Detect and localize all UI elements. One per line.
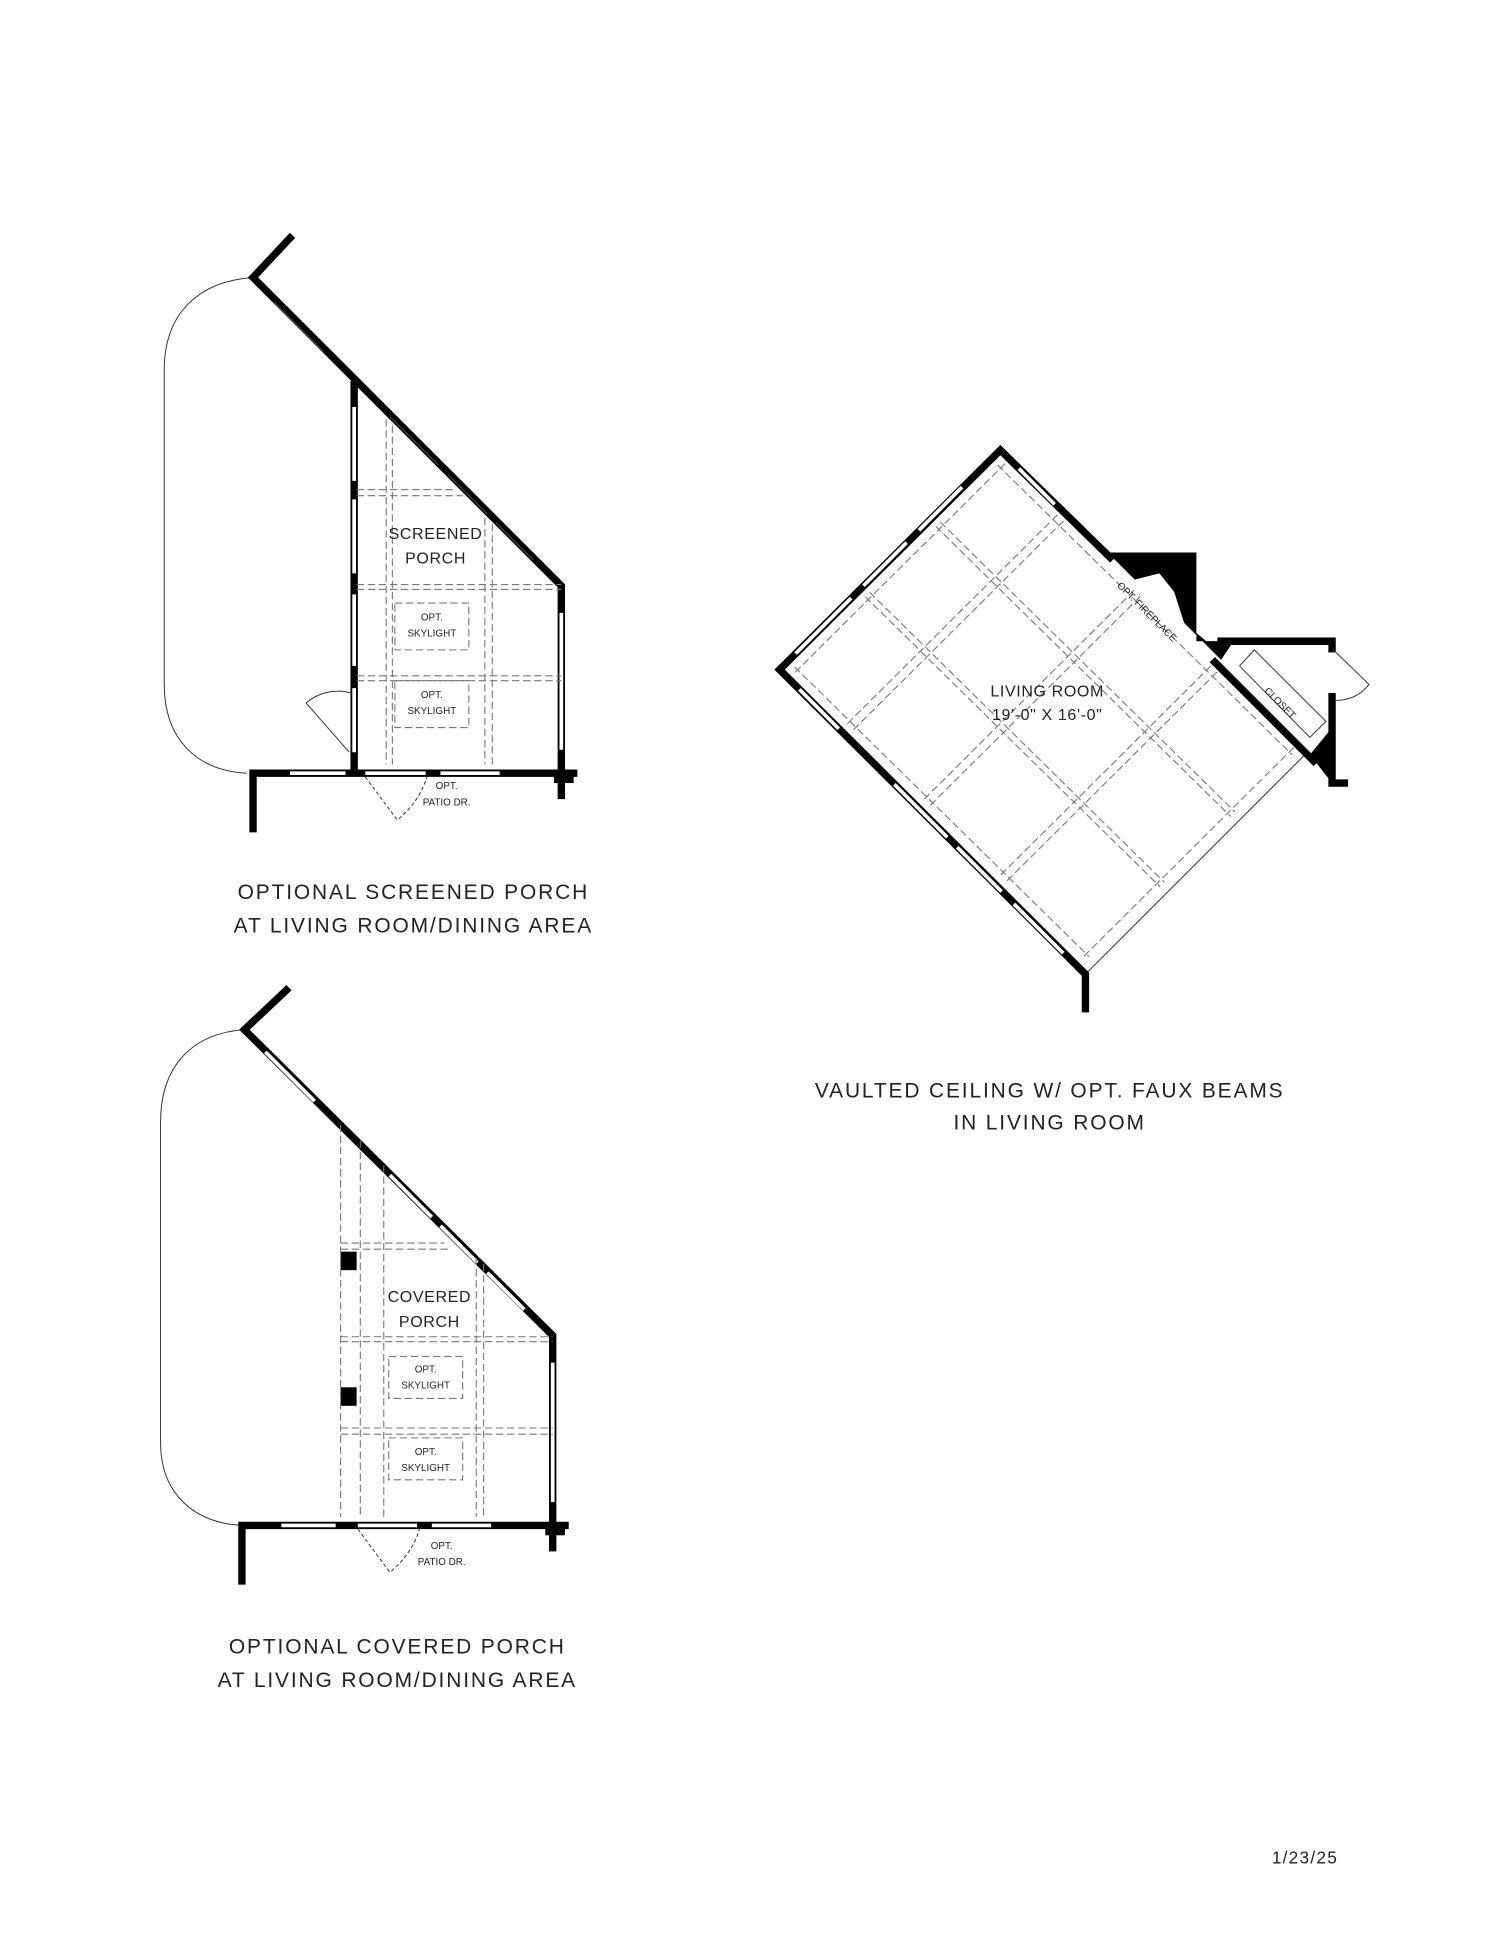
beam-line — [935, 525, 1232, 817]
beam-line — [794, 666, 1090, 958]
beam-line — [921, 590, 1135, 802]
skylight-1 — [388, 1355, 464, 1399]
beam-line — [1004, 671, 1218, 884]
beam-line — [851, 520, 1064, 733]
plan-caption: OPTIONAL COVERED PORCH — [229, 1636, 566, 1659]
beam-line — [997, 464, 1293, 756]
beam-line — [998, 665, 1212, 878]
beam-line — [792, 463, 1006, 675]
beam-line — [864, 596, 1161, 888]
patio-door-label: OPT. — [436, 781, 458, 792]
beam-line — [845, 514, 1058, 727]
room-label: PORCH — [405, 550, 466, 568]
patio-door-swing — [357, 1528, 420, 1573]
closet-door-swing — [1331, 648, 1370, 701]
skylight-label: SKYLIGHT — [407, 628, 456, 639]
patio-outline — [163, 276, 254, 774]
patio-door-label: PATIO DR. — [418, 1557, 466, 1568]
skylight-label: SKYLIGHT — [407, 706, 456, 717]
beam-line — [869, 591, 1165, 883]
screened-porch-plan: SCREENED PORCH OPT. SKYLIGHT OPT. SKYLIG… — [163, 232, 593, 937]
plan-caption: AT LIVING ROOM/DINING AREA — [234, 914, 593, 937]
room-dimensions: 19'-0" X 16'-0" — [992, 706, 1102, 724]
beam-line — [1081, 747, 1295, 959]
skylight-label: OPT. — [421, 612, 443, 623]
door-swing — [305, 690, 352, 753]
beam-line — [927, 596, 1141, 808]
plan-caption: VAULTED CEILING W/ OPT. FAUX BEAMS — [815, 1080, 1285, 1103]
column — [340, 1251, 357, 1271]
room-label: PORCH — [399, 1313, 460, 1331]
living-room-plan: LIVING ROOM 19'-0" X 16'-0" OPT. FIREPLA… — [774, 444, 1370, 1135]
skylight-2 — [394, 680, 470, 729]
closet-shelf — [1238, 649, 1327, 739]
plan-caption: OPTIONAL SCREENED PORCH — [238, 881, 589, 904]
patio-door-label: PATIO DR. — [423, 797, 471, 808]
patio-door-swing — [364, 776, 428, 821]
plan-caption: IN LIVING ROOM — [953, 1112, 1145, 1135]
faux-beams — [792, 463, 1295, 959]
skylight-label: OPT. — [421, 690, 443, 701]
room-label: SCREENED — [389, 525, 483, 543]
skylight-label: OPT. — [415, 1447, 437, 1458]
room-label: COVERED — [388, 1288, 472, 1306]
open-side — [1085, 751, 1308, 975]
room-label: LIVING ROOM — [990, 683, 1104, 701]
covered-porch-plan: COVERED PORCH OPT. SKYLIGHT OPT. SKYLIGH… — [160, 985, 577, 1692]
skylight-label: SKYLIGHT — [401, 1463, 450, 1474]
skylight-2 — [388, 1437, 464, 1481]
patio-door-label: OPT. — [431, 1541, 453, 1552]
column — [340, 1387, 357, 1406]
patio-outline — [160, 1029, 245, 1526]
skylight-label: SKYLIGHT — [401, 1381, 450, 1392]
skylight-1 — [394, 602, 470, 651]
revision-date: 1/23/25 — [1272, 1847, 1338, 1867]
skylight-label: OPT. — [415, 1365, 437, 1376]
exterior-wall — [774, 444, 1319, 1013]
beam-line — [939, 521, 1236, 813]
plan-caption: AT LIVING ROOM/DINING AREA — [218, 1669, 577, 1692]
